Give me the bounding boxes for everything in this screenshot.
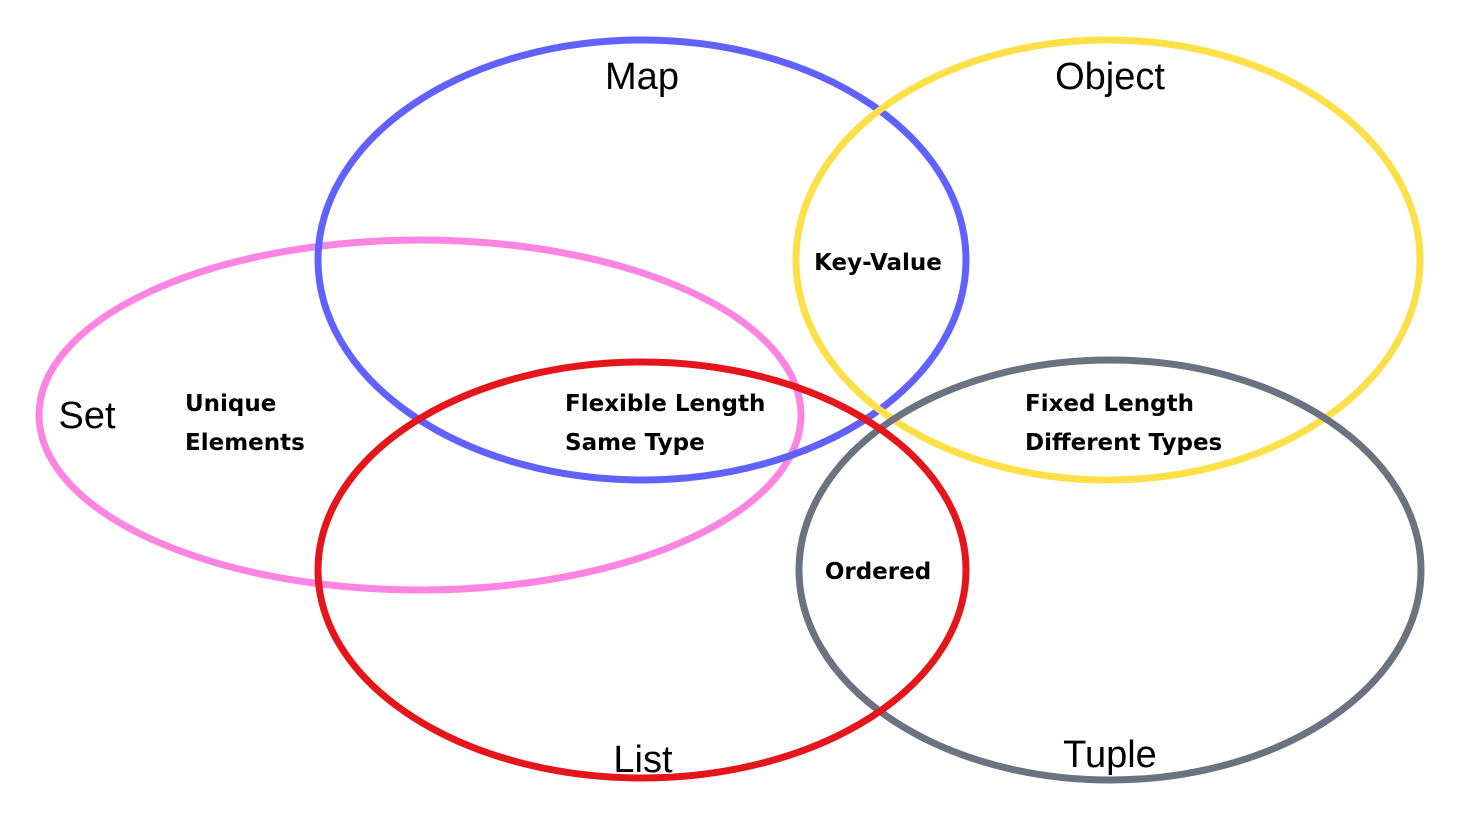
list-label: List [613,739,673,781]
set-label: Set [58,395,115,437]
set-ellipse [35,236,805,594]
object-ellipse [792,36,1424,484]
ordered-label: Ordered [825,559,931,585]
tuple-ellipse [795,356,1425,784]
tuple-label: Tuple [1063,734,1157,776]
map-label: Map [605,56,679,98]
unique-elements-line2: Elements [185,430,305,456]
fixed-length-line2: Different Types [1025,430,1222,456]
flexible-length-line1: Flexible Length [565,391,765,417]
unique-elements-line1: Unique [185,391,276,417]
flexible-length-line2: Same Type [565,430,705,456]
list-ellipse [314,358,970,782]
map-ellipse [314,36,970,484]
key-value-label: Key-Value [814,250,942,276]
fixed-length-line1: Fixed Length [1025,391,1194,417]
object-label: Object [1055,56,1165,98]
